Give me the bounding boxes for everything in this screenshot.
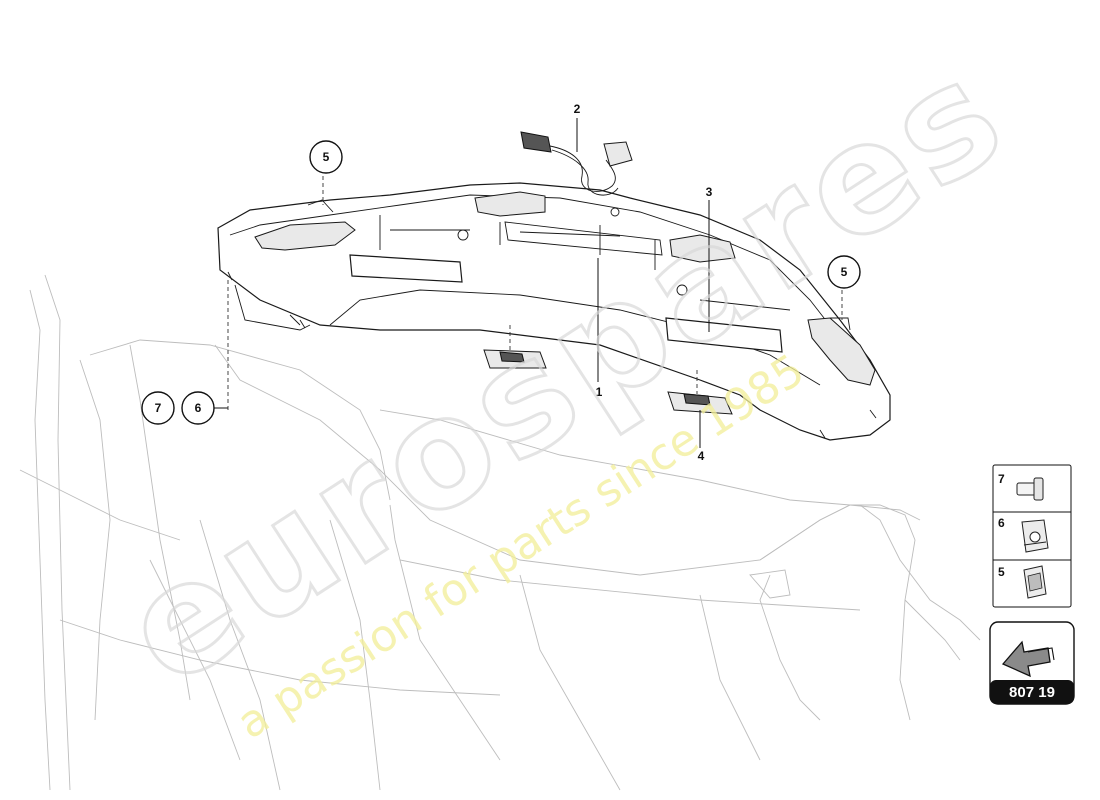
arrow-icon xyxy=(1001,640,1055,678)
callout-2-label: 2 xyxy=(574,102,581,116)
callout-3-label: 3 xyxy=(706,185,713,199)
watermark: eurospares a passion for parts since 198… xyxy=(93,24,1037,750)
interior-light-unit-right xyxy=(667,391,733,415)
callout-5-right: 5 xyxy=(827,255,861,289)
callout-5-left: 5 xyxy=(309,140,343,174)
callout-7: 7 xyxy=(141,391,175,425)
vehicle-body-outline xyxy=(19,274,981,791)
roof-cover-panel xyxy=(217,182,891,441)
watermark-brand: eurospares xyxy=(95,25,1036,720)
callout-5-left-label: 5 xyxy=(323,150,330,164)
hardware-legend: 7 6 5 xyxy=(992,464,1072,608)
fitment-lines xyxy=(227,176,843,410)
callout-5-right-label: 5 xyxy=(841,265,848,279)
legend-item-6: 6 xyxy=(998,516,1049,553)
callout-4-label: 4 xyxy=(698,449,705,463)
callout-7-label: 7 xyxy=(155,401,162,415)
clip-nut-icon xyxy=(1021,519,1049,553)
legend-item-7: 7 xyxy=(998,472,1044,501)
bolt-icon xyxy=(1016,477,1044,501)
wiring-harness xyxy=(520,131,633,196)
legend-item-5-number: 5 xyxy=(998,565,1005,579)
legend-item-7-number: 7 xyxy=(998,472,1005,486)
legend-item-6-number: 6 xyxy=(998,516,1005,530)
callout-1-label: 1 xyxy=(596,385,603,399)
callout-6: 6 xyxy=(181,391,215,425)
diagram-code-badge: 807 19 xyxy=(989,621,1075,705)
callout-6-label: 6 xyxy=(195,401,202,415)
legend-item-5: 5 xyxy=(998,565,1047,599)
interior-light-unit-left xyxy=(483,349,547,369)
spring-clip-icon xyxy=(1023,565,1047,599)
diagram-code: 807 19 xyxy=(1009,684,1055,701)
